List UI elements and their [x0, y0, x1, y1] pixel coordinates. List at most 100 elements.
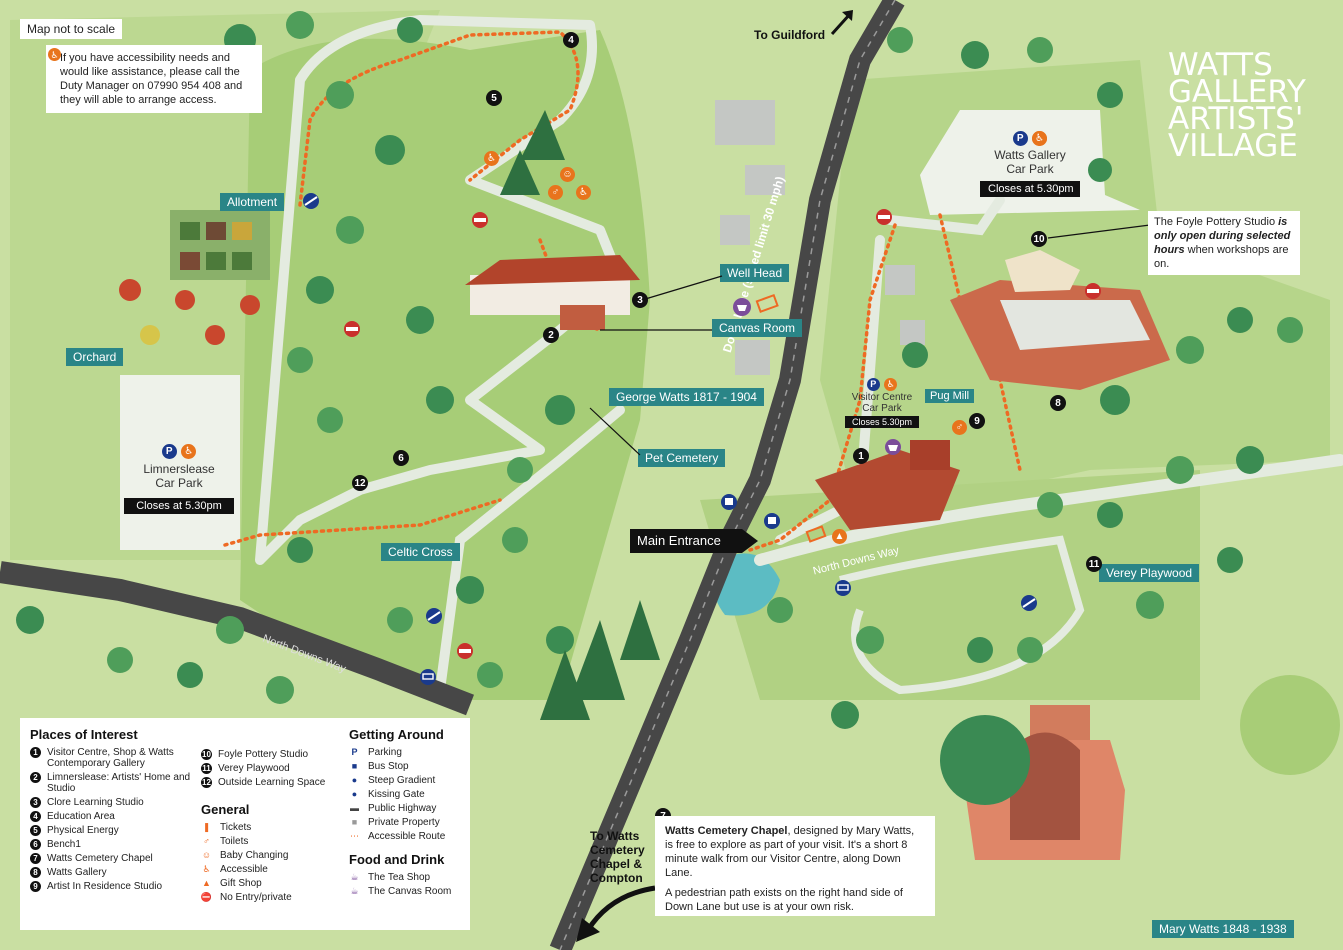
main-entrance-arrow-icon	[630, 529, 758, 553]
parking-icon: P	[161, 444, 177, 459]
north-downs-way-road	[0, 561, 474, 716]
kissing-gate-icon: ●	[351, 789, 358, 799]
parking-icon: P	[866, 377, 880, 391]
west-field	[10, 10, 440, 560]
accessible-icon: ♿	[884, 378, 898, 391]
marker-12-outside-learning[interactable]: 12	[352, 475, 368, 491]
car-park-name: Car Park	[862, 403, 902, 414]
legend-item: ▬Public Highway	[350, 803, 437, 814]
chapel-note-title: Watts Cemetery Chapel	[665, 825, 788, 837]
marker-8-watts-gallery[interactable]: 8	[1050, 395, 1066, 411]
legend-item: ♿Accessible	[202, 864, 268, 875]
marker-2-limnerslease[interactable]: 2	[543, 327, 559, 343]
no-entry-icon	[457, 643, 473, 659]
car-park-name: Watts Gallery	[994, 148, 1066, 162]
private-property	[735, 340, 770, 375]
marker-4-education-area[interactable]: 4	[563, 32, 579, 48]
marker-1-visitor-centre[interactable]: 1	[853, 448, 869, 464]
steep-gradient-icon	[303, 193, 319, 209]
watts-gallery-building	[950, 280, 1170, 390]
toilets-icon: ♂	[952, 417, 967, 435]
steep-gradient-icon	[1021, 595, 1037, 611]
verey-playwood-label: Verey Playwood	[1099, 564, 1200, 582]
trees	[16, 11, 1340, 805]
celtic-cross-label: Celtic Cross	[381, 543, 460, 561]
limnerslease-building	[465, 255, 640, 330]
bus-stop-icon	[764, 513, 780, 529]
private-property	[745, 165, 785, 195]
mary-watts-label: Mary Watts 1848 - 1938	[1152, 920, 1294, 938]
marker-3-clore-learning-studio[interactable]: 3	[632, 292, 648, 308]
marker-5-physical-energy[interactable]: 5	[486, 90, 502, 106]
legend-heading: Food and Drink	[349, 852, 445, 867]
cafe-icon: ☕	[350, 886, 359, 896]
accessibility-note: ♿ If you have accessibility needs and wo…	[46, 45, 262, 113]
public-highway-icon: ▬	[350, 803, 359, 813]
private-property	[900, 320, 925, 345]
car-park-name: Visitor Centre	[851, 392, 913, 403]
private-property	[715, 100, 775, 145]
legend-item: ☕The Tea Shop	[350, 872, 431, 883]
limnerslease-car-park[interactable]: P ♿ Limnerslease Car Park Closes at 5.30…	[124, 441, 234, 514]
legend-item: ♂Toilets	[201, 836, 346, 847]
logo-line: VILLAGE	[1168, 128, 1298, 164]
george-watts-label: George Watts 1817 - 1904	[609, 388, 764, 406]
kissing-gate-icon	[420, 669, 436, 685]
accessible-route-icon: ⋯	[350, 831, 359, 841]
guildford-arrow-icon	[830, 10, 853, 36]
marker-11-verey-playwood[interactable]: 11	[1086, 556, 1102, 572]
foyle-note-text: when workshops are on.	[1154, 244, 1289, 270]
bus-stop-icon: ■	[351, 761, 358, 771]
pet-cemetery-label: Pet Cemetery	[638, 449, 726, 467]
watts-gallery-car-park-area	[920, 110, 1140, 215]
bus-stop-icon	[721, 494, 737, 510]
no-entry-icon	[876, 209, 892, 225]
legend-item: ❚Tickets	[202, 822, 252, 833]
toilets-icon: ♂	[548, 182, 563, 200]
main-entrance-marker[interactable]: Main Entrance	[630, 529, 760, 558]
visitor-centre-building	[815, 440, 960, 530]
marker-6-bench[interactable]: 6	[393, 450, 409, 466]
orchard-label: Orchard	[66, 348, 124, 366]
foyle-pottery-note: The Foyle Pottery Studio is only open du…	[1148, 211, 1300, 275]
to-guildford-label: To Guildford	[754, 28, 826, 42]
legend-heading: Getting Around	[349, 727, 444, 742]
car-park-name: Car Park	[1006, 162, 1054, 176]
closing-time: Closes at 5.30pm	[124, 498, 234, 514]
ticket-icon: ❚	[202, 822, 211, 832]
accessible-icon: ♿	[48, 48, 61, 61]
main-entrance-label: Main Entrance	[637, 533, 721, 548]
no-entry-icon	[472, 212, 488, 228]
marker-9-artist-studio[interactable]: 9	[969, 413, 985, 429]
legend-item: ☕The Canvas Room	[350, 886, 452, 897]
visitor-centre-car-park[interactable]: P ♿ Visitor Centre Car Park Closes 5.30p…	[845, 374, 919, 428]
accessible-icon: ♿	[202, 864, 211, 874]
accessible-icon: ♿	[181, 444, 197, 459]
closing-time: Closes 5.30pm	[845, 416, 919, 428]
to-chapel-arrow-icon	[576, 885, 656, 942]
pug-mill-label: Pug Mill	[925, 389, 975, 403]
map-scale-note: Map not to scale	[20, 19, 123, 39]
legend-item: ■Bus Stop	[349, 761, 467, 772]
well-head-label: Well Head	[720, 264, 790, 282]
marker-10-foyle-pottery[interactable]: 10	[1031, 231, 1047, 247]
parking-icon: P	[351, 747, 358, 757]
foyle-note-text: The Foyle Pottery Studio	[1154, 216, 1276, 228]
down-lane-road	[549, 0, 905, 950]
private-property	[720, 215, 750, 245]
accessible-icon: ♿	[1032, 128, 1047, 146]
legend-heading: General	[201, 802, 250, 817]
